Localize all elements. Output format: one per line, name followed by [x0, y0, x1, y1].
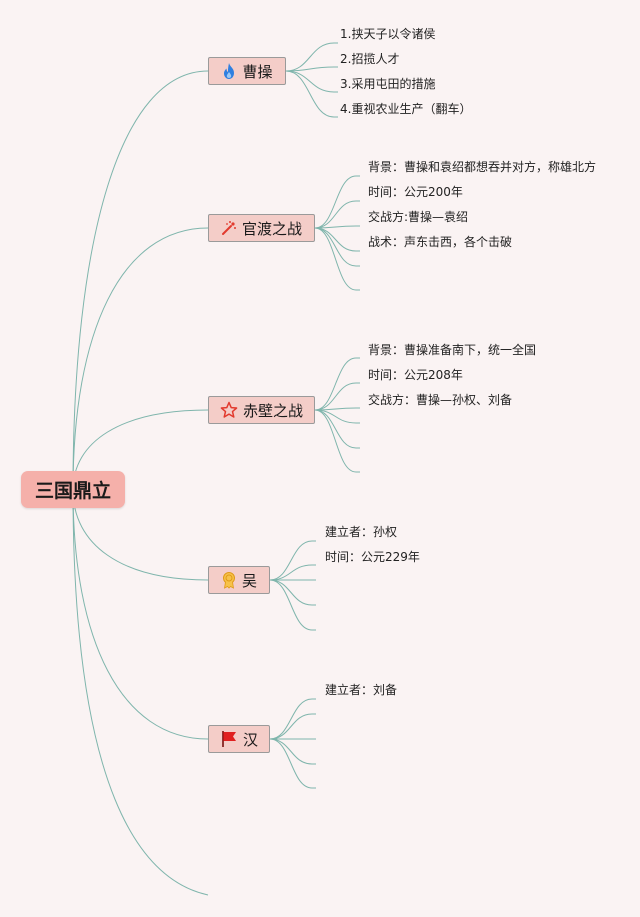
- leaf-connector: [314, 225, 360, 229]
- leaf-connector: [269, 564, 316, 581]
- leaf-connector: [269, 738, 316, 789]
- leaf-item: 时间：公元208年: [368, 368, 463, 382]
- leaf-connector: [269, 698, 316, 740]
- branch-han[interactable]: 汉: [208, 725, 270, 753]
- leaf-connector: [269, 579, 316, 606]
- leaf-item: 建立者：孙权: [325, 525, 398, 539]
- branch-wu[interactable]: 吴: [208, 566, 270, 594]
- leaf-connector: [269, 579, 316, 631]
- flame-icon: [224, 63, 235, 79]
- leaf-connector: [314, 382, 360, 411]
- flag-icon: [222, 731, 236, 747]
- leaf-connector: [314, 227, 360, 252]
- leaf-connector: [314, 227, 360, 267]
- leaf-connector: [285, 70, 338, 118]
- leaf-connector: [285, 70, 338, 93]
- branch-chibi[interactable]: 赤壁之战: [208, 396, 315, 424]
- branch-cao-cao[interactable]: 曹操: [208, 57, 286, 85]
- medal-icon: [222, 572, 235, 589]
- leaf-item: 交战方：曹操—孙权、刘备: [368, 393, 513, 407]
- leaf-item: 背景：曹操和袁绍都想吞并对方，称雄北方: [368, 160, 597, 174]
- leaf-item: 交战方:曹操—袁绍: [368, 210, 469, 224]
- leaf-item: 战术：声东击西，各个击破: [368, 235, 513, 249]
- leaf-item: 2.招揽人才: [340, 52, 400, 66]
- root-connector: [72, 489, 209, 896]
- leaf-item: 4.重视农业生产（翻车）: [340, 102, 472, 116]
- leaf-connector: [285, 42, 338, 72]
- leaf-item: 1.挟天子以令诸侯: [340, 27, 436, 41]
- branch-guandu[interactable]: 官渡之战: [208, 214, 315, 242]
- root-node[interactable]: 三国鼎立: [21, 471, 125, 508]
- leaf-connector: [314, 409, 360, 473]
- leaf-connector: [314, 227, 360, 291]
- leaf-connector: [269, 540, 316, 581]
- leaf-connector: [314, 175, 360, 229]
- leaf-connector: [285, 66, 338, 72]
- branch-label: 吴: [241, 571, 257, 590]
- leaf-item: 时间：公元200年: [368, 185, 463, 199]
- leaf-connector: [269, 713, 316, 740]
- leaf-connector: [314, 409, 360, 424]
- leaf-connector: [269, 738, 316, 765]
- leaf-item: 建立者：刘备: [325, 683, 398, 697]
- root-connector: [72, 489, 209, 581]
- branch-label: 曹操: [242, 62, 273, 81]
- star-icon: [220, 401, 238, 418]
- root-connector: [72, 227, 209, 491]
- branch-label: 汉: [242, 730, 258, 749]
- root-connector: [72, 489, 209, 740]
- leaf-connector: [314, 200, 360, 229]
- leaf-item: 背景：曹操准备南下，统一全国: [368, 343, 537, 357]
- branch-label: 官渡之战: [241, 219, 302, 238]
- branch-label: 赤壁之战: [242, 401, 303, 420]
- leaf-item: 3.采用屯田的措施: [340, 77, 436, 91]
- leaf-connector: [314, 409, 360, 449]
- root-connector: [72, 70, 209, 491]
- leaf-item: 时间：公元229年: [325, 550, 420, 564]
- root-label: 三国鼎立: [34, 480, 111, 502]
- leaf-connector: [314, 357, 360, 411]
- sparkle-icon: [221, 221, 236, 235]
